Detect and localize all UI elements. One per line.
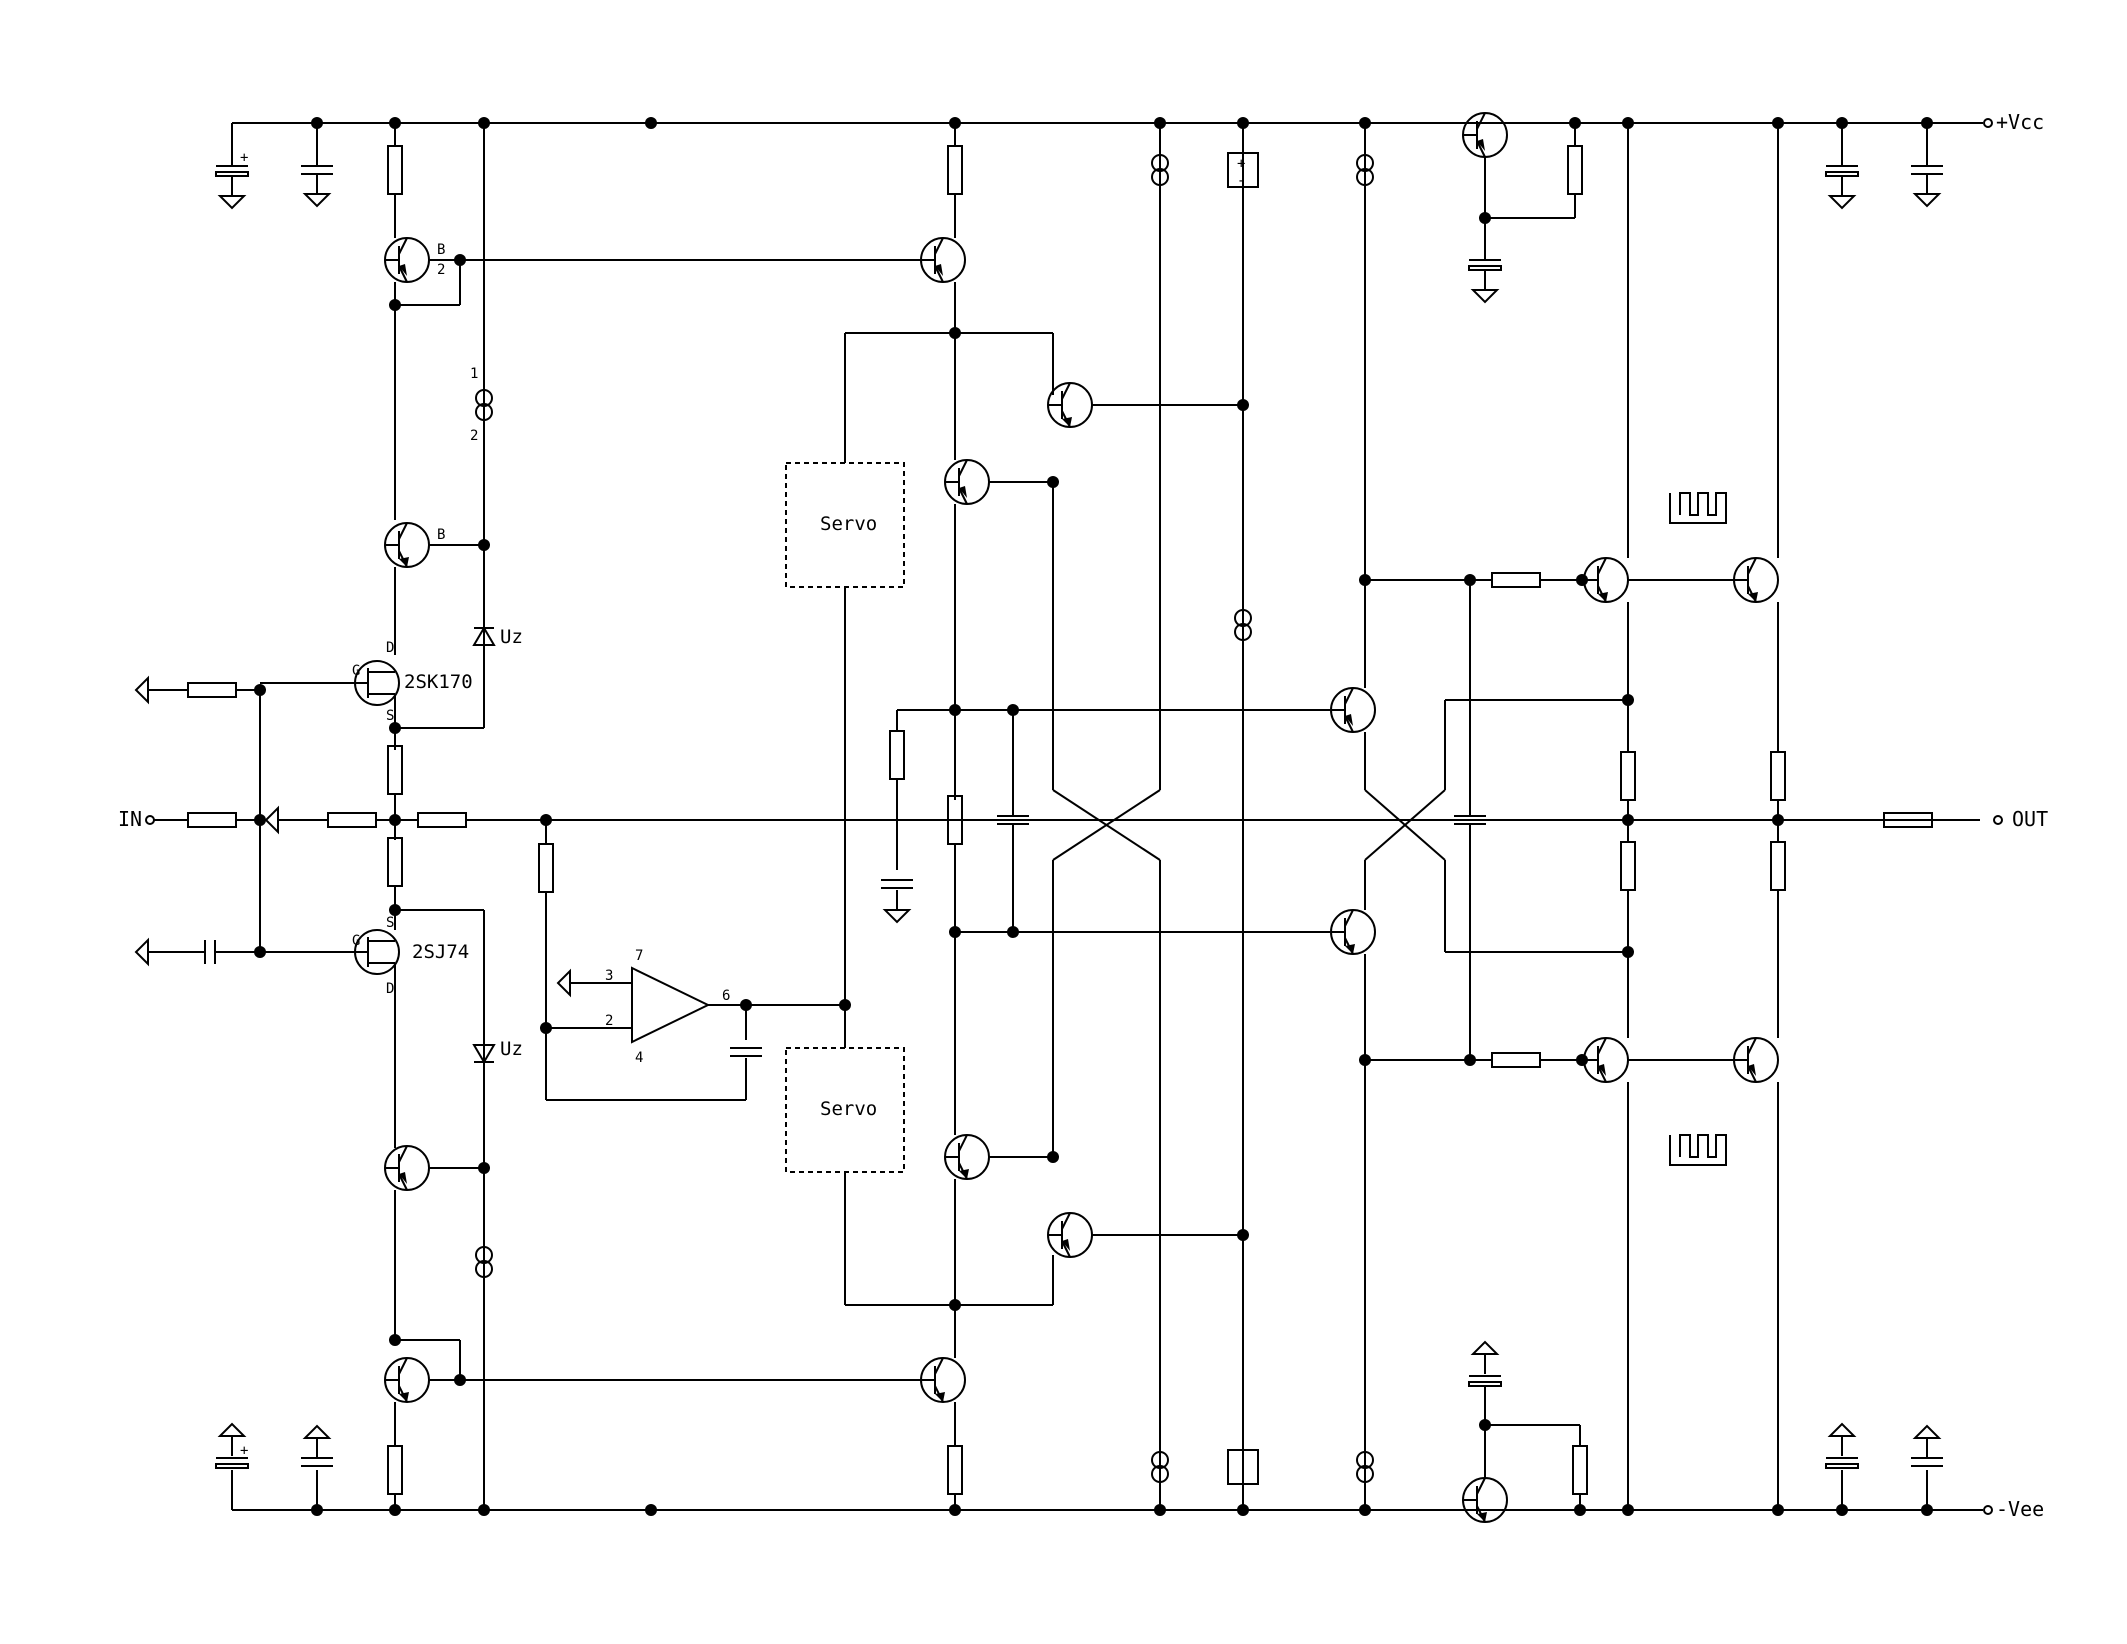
zener-bottom: Uz (472, 1038, 523, 1064)
svg-text:6: 6 (722, 988, 730, 1004)
vcc-label: +Vcc (1996, 110, 2044, 134)
svg-text:B: B (437, 527, 445, 543)
driver-stage (1330, 123, 1628, 1510)
svg-text:S: S (386, 915, 394, 931)
svg-text:Servo: Servo (820, 1098, 877, 1120)
svg-text:1: 1 (470, 366, 478, 382)
servo-box-bottom: Servo (785, 1005, 1053, 1306)
svg-text:2: 2 (470, 428, 478, 444)
svg-text:+: + (1237, 156, 1245, 172)
servo-box-top: Servo (785, 332, 1053, 1005)
jfet-2sj74: 2SJ74 G S D (258, 915, 469, 997)
right-decoupling (1825, 123, 1944, 1510)
heatsink-icon (1669, 492, 1727, 524)
svg-text:G: G (352, 933, 360, 949)
svg-text:2: 2 (437, 262, 445, 278)
svg-text:+: + (240, 1443, 248, 1459)
svg-text:4: 4 (635, 1050, 643, 1066)
left-decoupling-top: + (215, 123, 334, 209)
zener-top: Uz (395, 626, 523, 729)
input-current-mirror-bottom (384, 1339, 930, 1510)
svg-text:Servo: Servo (820, 513, 877, 535)
bootstrap-bottom (1462, 1341, 1588, 1523)
svg-text:-: - (1237, 173, 1245, 189)
output-stage: OUT (1583, 123, 2048, 1510)
svg-text:Uz: Uz (500, 1038, 523, 1060)
input-label: IN (118, 807, 142, 831)
heatsink-icon (1669, 1134, 1727, 1166)
svg-text:B: B (437, 242, 445, 258)
svg-text:7: 7 (635, 948, 643, 964)
jfet-2sk170: 2SK170 G D S (260, 640, 473, 724)
junctions (254, 117, 1933, 1516)
svg-text:Uz: Uz (500, 626, 523, 648)
cascode-top: B (384, 522, 484, 655)
vas-column (920, 123, 1054, 1510)
bootstrap-top (1462, 112, 1583, 303)
left-decoupling-bottom: + (215, 1423, 334, 1510)
svg-text:3: 3 (605, 968, 613, 984)
svg-text:+: + (240, 150, 248, 166)
drivers-pre (1047, 123, 1240, 1510)
output-label: OUT (2012, 807, 2048, 831)
svg-text:2SJ74: 2SJ74 (412, 941, 469, 963)
svg-text:D: D (386, 640, 394, 656)
svg-text:D: D (386, 981, 394, 997)
svg-text:2: 2 (605, 1013, 613, 1029)
opamp: 3 2 7 4 6 (538, 820, 845, 1101)
vee-label: -Vee (1996, 1497, 2044, 1521)
svg-text:2SK170: 2SK170 (404, 671, 473, 693)
svg-text:G: G (352, 663, 360, 679)
svg-text:S: S (386, 708, 394, 724)
input-current-mirror-top: B 2 (384, 123, 930, 520)
